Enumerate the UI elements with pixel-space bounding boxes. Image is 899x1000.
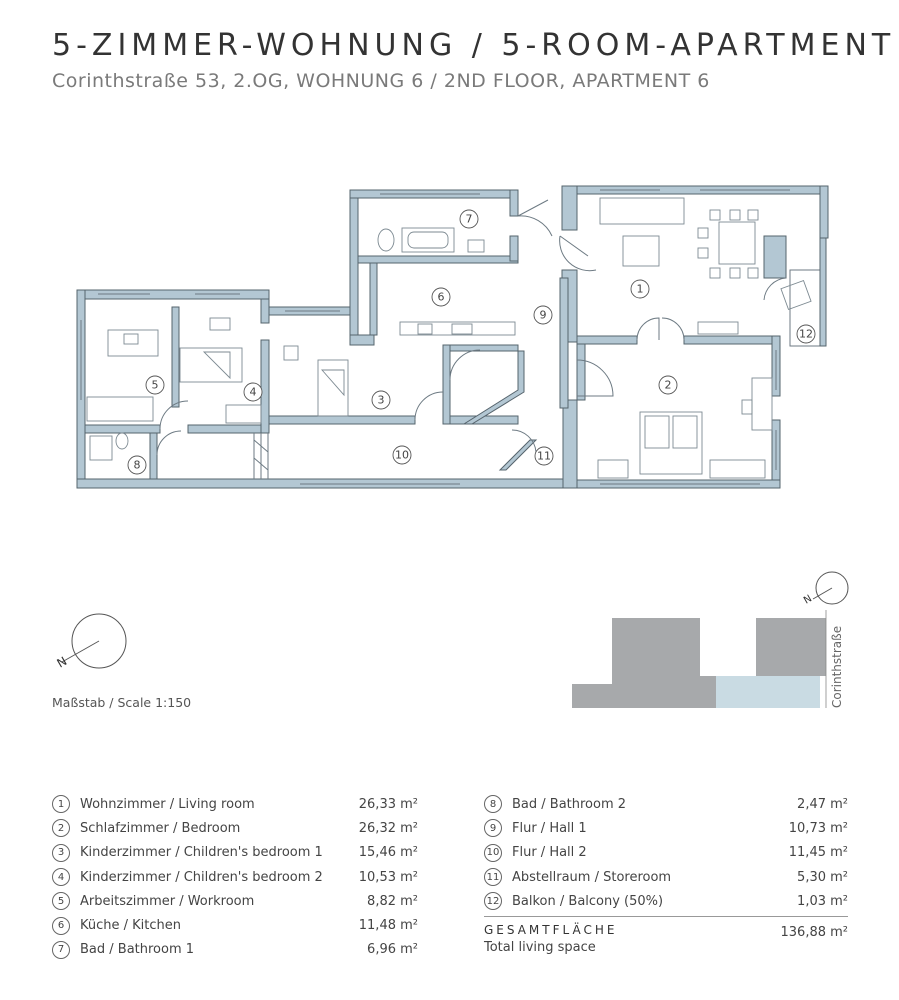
svg-text:12: 12 — [799, 328, 813, 341]
inner-wall — [349, 334, 375, 346]
outer-wall — [349, 189, 359, 336]
compass-icon: N — [55, 613, 127, 671]
inner-wall — [187, 424, 262, 434]
svg-text:9: 9 — [540, 309, 547, 322]
inner-wall — [509, 235, 519, 262]
room-marker-10: 10 — [392, 445, 412, 465]
svg-text:6: 6 — [438, 291, 445, 304]
inner-wall — [683, 335, 781, 345]
doors — [156, 199, 787, 456]
storeroom-wall — [498, 439, 538, 471]
windows — [80, 189, 790, 485]
room-marker-12: 12 — [796, 324, 816, 344]
total-living-space: GESAMTFLÄCHE Total living space 136,88 m… — [484, 916, 848, 955]
room-marker-8: 8 — [127, 455, 147, 475]
svg-text:3: 3 — [378, 394, 385, 407]
room-marker-1: 1 — [630, 279, 650, 299]
passage-marks — [253, 433, 269, 479]
inner-wall — [562, 399, 578, 489]
inner-wall — [442, 344, 451, 425]
page-title: 5-ZIMMER-WOHNUNG / 5-ROOM-APARTMENT — [52, 28, 896, 63]
inner-wall — [84, 424, 161, 434]
svg-text:4: 4 — [250, 386, 257, 399]
storeroom-wall — [462, 350, 525, 425]
room-marker-4: 4 — [243, 382, 263, 402]
room-marker-7: 7 — [459, 209, 479, 229]
apartment-highlight — [716, 676, 820, 708]
svg-text:5: 5 — [152, 379, 159, 392]
room-marker-3: 3 — [371, 390, 391, 410]
svg-text:8: 8 — [134, 459, 141, 472]
inner-wall — [149, 432, 158, 480]
inner-wall — [357, 255, 519, 264]
svg-text:10: 10 — [395, 449, 409, 462]
svg-text:2: 2 — [665, 379, 672, 392]
inner-wall — [260, 339, 270, 434]
room-marker-6: 6 — [431, 287, 451, 307]
site-plan — [572, 610, 827, 708]
inner-wall — [449, 344, 519, 352]
total-area: 136,88 m² — [780, 925, 849, 940]
balcony-rail — [819, 237, 827, 347]
room-marker-9: 9 — [533, 305, 553, 325]
svg-text:11: 11 — [537, 450, 551, 463]
total-sublabel: Total living space — [484, 940, 596, 955]
room-marker-11: 11 — [534, 446, 554, 466]
page-subtitle: Corinthstraße 53, 2.OG, WOHNUNG 6 / 2ND … — [52, 70, 710, 92]
svg-text:1: 1 — [637, 283, 644, 296]
room-marker-2: 2 — [658, 375, 678, 395]
room-marker-5: 5 — [145, 375, 165, 395]
street-label: Corinthstraße — [830, 625, 844, 708]
room-markers: 1 2 3 4 5 6 7 8 9 10 11 12 — [127, 209, 816, 475]
outer-wall — [819, 185, 829, 239]
inner-wall — [171, 306, 180, 408]
svg-text:N: N — [802, 593, 814, 606]
scale-label: Maßstab / Scale 1:150 — [52, 695, 192, 710]
furniture — [86, 197, 812, 479]
inner-wall — [559, 277, 569, 409]
site-compass-icon: N — [802, 571, 849, 607]
svg-text:7: 7 — [466, 213, 473, 226]
inner-wall — [763, 235, 787, 279]
inner-wall — [576, 335, 638, 345]
svg-text:N: N — [55, 654, 70, 671]
inner-wall — [369, 262, 378, 336]
inner-wall — [576, 343, 586, 401]
inner-wall — [268, 415, 416, 425]
total-label: GESAMTFLÄCHE — [484, 923, 618, 937]
inner-wall — [260, 298, 270, 324]
outer-wall — [509, 189, 519, 217]
outer-wall — [561, 185, 578, 231]
